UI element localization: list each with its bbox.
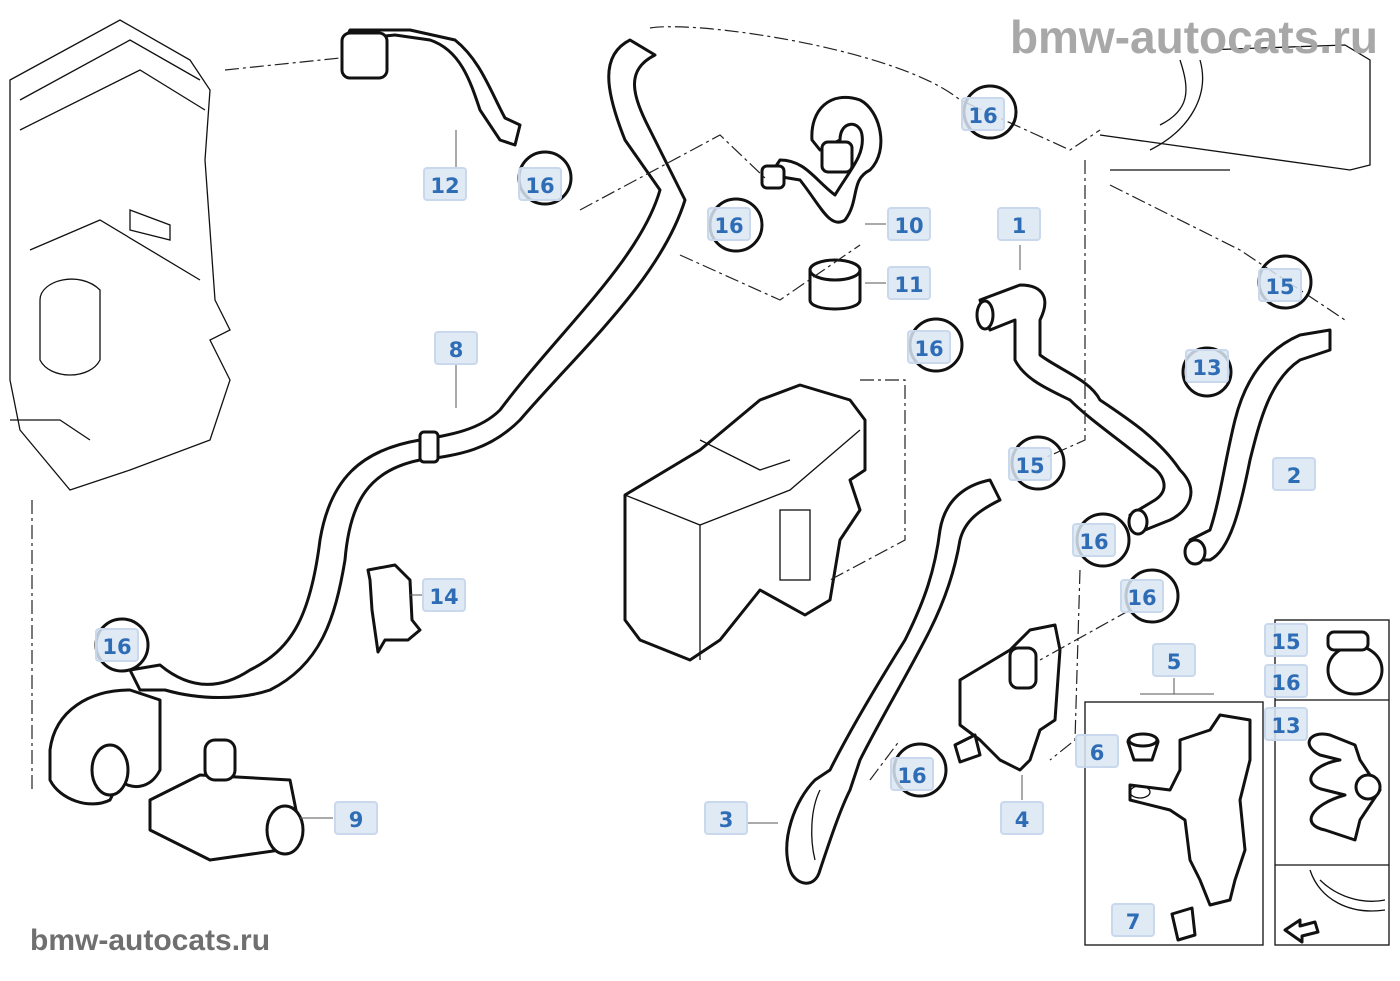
- callout-8[interactable]: 8: [434, 331, 478, 365]
- hose-1: [975, 283, 1193, 536]
- callout-9[interactable]: 9: [334, 801, 378, 835]
- bracket-5: [1128, 713, 1252, 907]
- callout-13[interactable]: 13: [1185, 349, 1229, 383]
- callout-13[interactable]: 13: [1264, 707, 1308, 741]
- callout-2[interactable]: 2: [1272, 457, 1316, 491]
- hose-connector-left: [48, 688, 162, 806]
- engine-block: [9, 19, 231, 491]
- callout-15[interactable]: 15: [1258, 268, 1302, 302]
- auxiliary-heater: [623, 383, 867, 662]
- damper-11: [808, 258, 862, 311]
- watermark-bottom[interactable]: bmw-autocats.ru: [30, 924, 271, 957]
- callout-12[interactable]: 12: [423, 167, 467, 201]
- callout-16[interactable]: 16: [890, 757, 934, 791]
- callout-14[interactable]: 14: [422, 578, 466, 612]
- callout-3[interactable]: 3: [704, 801, 748, 835]
- hose-8: [128, 38, 687, 699]
- callout-16[interactable]: 16: [1120, 579, 1164, 613]
- callout-16[interactable]: 16: [518, 167, 562, 201]
- hose-3: [785, 478, 1002, 885]
- hose-10: [760, 95, 883, 224]
- callout-10[interactable]: 10: [887, 207, 931, 241]
- hose-12: [340, 28, 522, 147]
- callout-16[interactable]: 16: [907, 330, 951, 364]
- clip-7: [1170, 906, 1197, 942]
- grommet-6: [1126, 732, 1160, 762]
- watermark-top: bmw-autocats.ru: [1009, 11, 1378, 63]
- callout-11[interactable]: 11: [887, 266, 931, 300]
- wiring-bracket: [1099, 44, 1371, 171]
- hose-clamp-icon: [1326, 630, 1384, 696]
- car-front-icon: [1283, 869, 1386, 944]
- valve-4: [953, 623, 1062, 772]
- holder-13-icon: [1307, 732, 1382, 842]
- callout-5[interactable]: 5: [1152, 643, 1196, 677]
- callout-16[interactable]: 16: [1072, 523, 1116, 557]
- callout-7[interactable]: 7: [1111, 903, 1155, 937]
- bracket-14: [366, 563, 422, 654]
- callout-6[interactable]: 6: [1075, 734, 1119, 768]
- pump-9: [148, 738, 305, 862]
- callout-16[interactable]: 16: [95, 628, 139, 662]
- callout-15[interactable]: 15: [1008, 447, 1052, 481]
- callout-1[interactable]: 1: [997, 207, 1041, 241]
- callout-16[interactable]: 16: [961, 97, 1005, 131]
- callout-16[interactable]: 16: [1264, 664, 1308, 698]
- callout-16[interactable]: 16: [707, 207, 751, 241]
- callout-4[interactable]: 4: [1000, 801, 1044, 835]
- hose-2: [1183, 328, 1332, 566]
- callout-15[interactable]: 15: [1264, 623, 1308, 657]
